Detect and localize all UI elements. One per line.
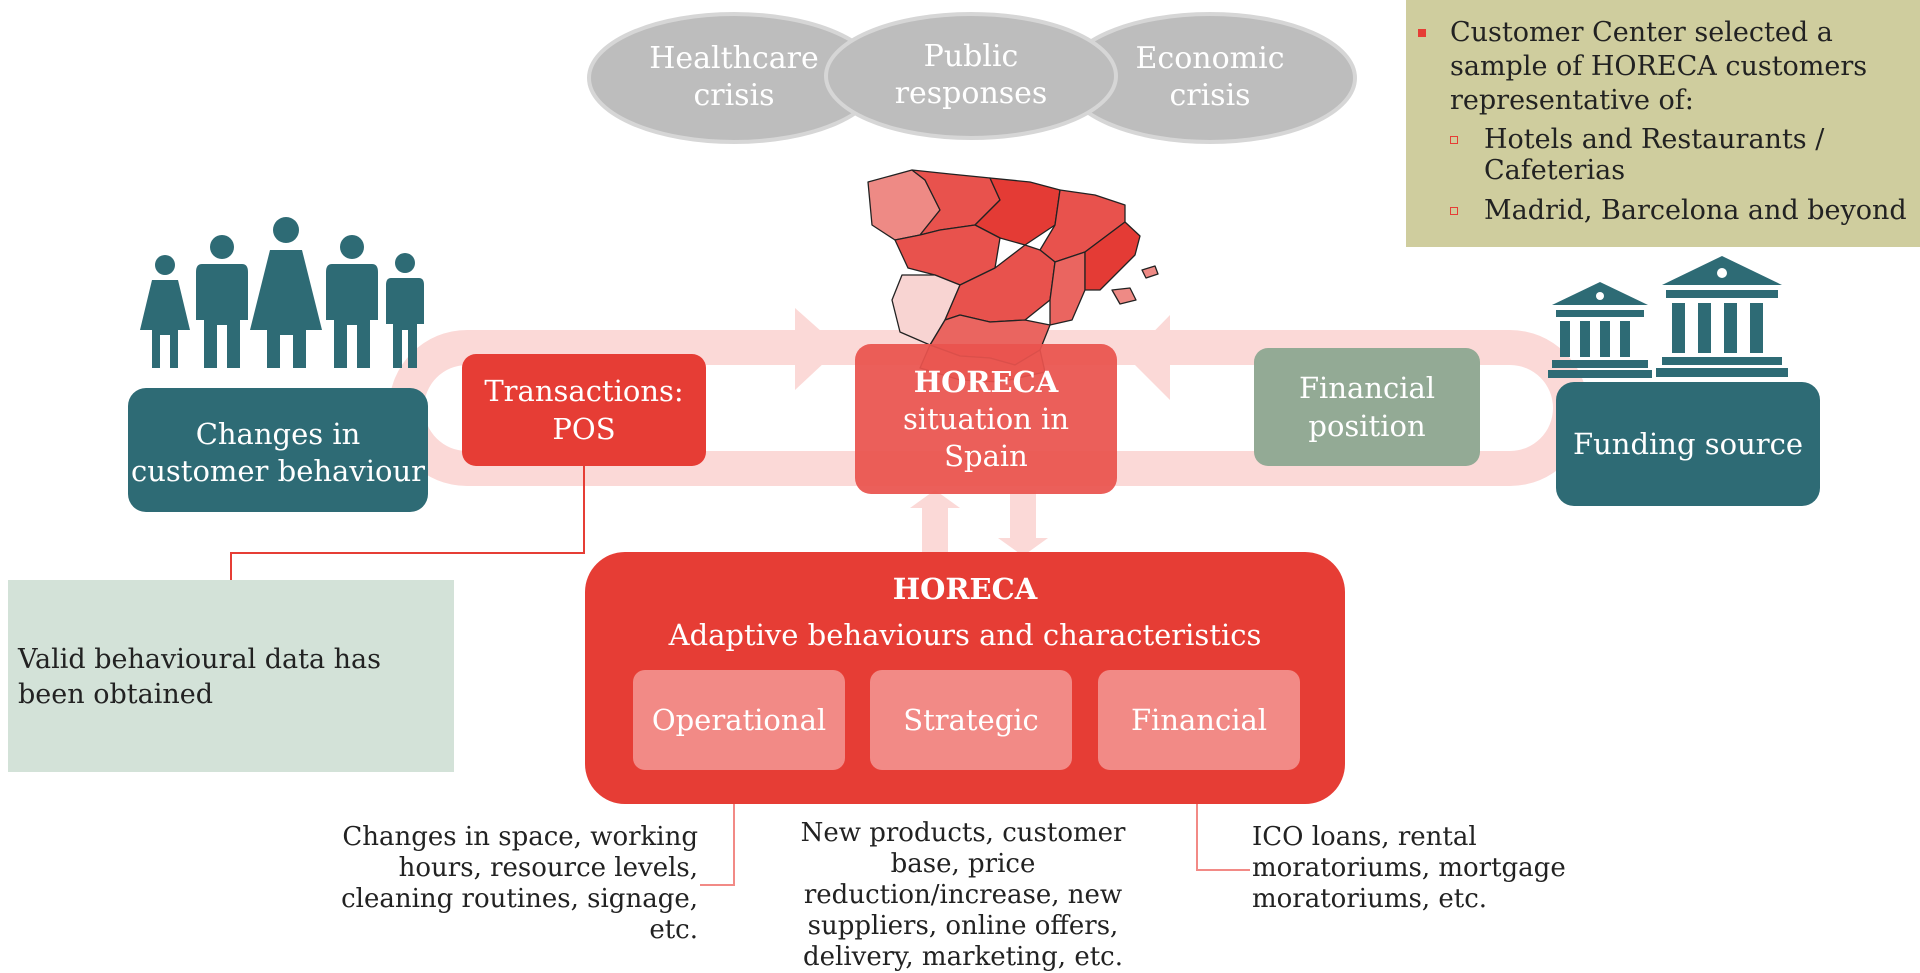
funding-source-box: Funding source bbox=[1556, 382, 1820, 506]
operational-note-arrow bbox=[700, 778, 735, 886]
situation-label: situation in Spain bbox=[902, 401, 1069, 473]
flow-arrow-left bbox=[1128, 315, 1170, 400]
financial-label: Financial bbox=[1130, 703, 1268, 737]
operational-box: Operational bbox=[633, 670, 845, 770]
changes-in-customer-behaviour-box: Changes in customer behaviour bbox=[128, 388, 428, 512]
sample-item: Madrid, Barcelona and beyond bbox=[1450, 195, 1910, 226]
sample-description-box: Customer Center selected a sample of HOR… bbox=[1406, 0, 1920, 247]
funding-source-label: Funding source bbox=[1572, 427, 1804, 461]
strategic-note: New products, customer base, price reduc… bbox=[800, 818, 1126, 972]
public-responses-label: Public responses bbox=[894, 39, 1048, 111]
horeca-adaptive-box: HORECA Adaptive behaviours and character… bbox=[585, 552, 1345, 804]
valid-data-box: Valid behavioural data has been obtained bbox=[8, 580, 454, 772]
horeca-subtitle: Adaptive behaviours and characteristics bbox=[668, 618, 1262, 652]
financial-note: ICO loans, rental moratoriums, mortgage … bbox=[1252, 822, 1566, 914]
sub-bullet-icon bbox=[1450, 136, 1458, 144]
operational-note: Changes in space, working hours, resourc… bbox=[341, 822, 698, 945]
flow-arrow-right bbox=[795, 308, 840, 390]
economic-crisis-label: Economic crisis bbox=[1135, 41, 1285, 113]
sub-bullet-icon bbox=[1450, 207, 1458, 215]
strategic-box: Strategic bbox=[870, 670, 1072, 770]
bank-icon-small bbox=[1548, 282, 1652, 378]
financial-note-arrow bbox=[1196, 780, 1250, 871]
operational-label: Operational bbox=[651, 703, 827, 737]
horeca-situation-box: HORECA situation in Spain bbox=[855, 344, 1117, 494]
sample-item-text: Madrid, Barcelona and beyond bbox=[1484, 195, 1907, 226]
pos-label: Transactions: POS bbox=[484, 374, 684, 446]
horeca-title: HORECA bbox=[892, 572, 1038, 606]
bullet-square-icon bbox=[1418, 29, 1426, 37]
healthcare-crisis-label: Healthcare crisis bbox=[649, 41, 819, 113]
situation-bold-label: HORECA bbox=[913, 364, 1059, 399]
sample-item-text: Hotels and Restaurants / Cafeterias bbox=[1484, 124, 1825, 186]
financial-box: Financial bbox=[1098, 670, 1300, 770]
bank-icon-large bbox=[1656, 256, 1788, 377]
financial-position-label: Financial position bbox=[1298, 371, 1436, 443]
valid-data-label: Valid behavioural data has been obtained bbox=[18, 644, 382, 710]
sample-lead-text: Customer Center selected a sample of HOR… bbox=[1450, 17, 1868, 116]
transactions-pos-box: Transactions: POS bbox=[462, 354, 706, 466]
changes-label: Changes in customer behaviour bbox=[130, 417, 425, 488]
sample-item: Hotels and Restaurants / Cafeterias bbox=[1450, 124, 1910, 186]
strategic-label: Strategic bbox=[903, 703, 1039, 737]
public-ellipse bbox=[824, 12, 1118, 140]
pos-connector-line bbox=[230, 466, 585, 580]
vertical-arrows bbox=[910, 490, 1048, 556]
financial-position-box: Financial position bbox=[1254, 348, 1480, 466]
people-icon bbox=[140, 217, 424, 368]
